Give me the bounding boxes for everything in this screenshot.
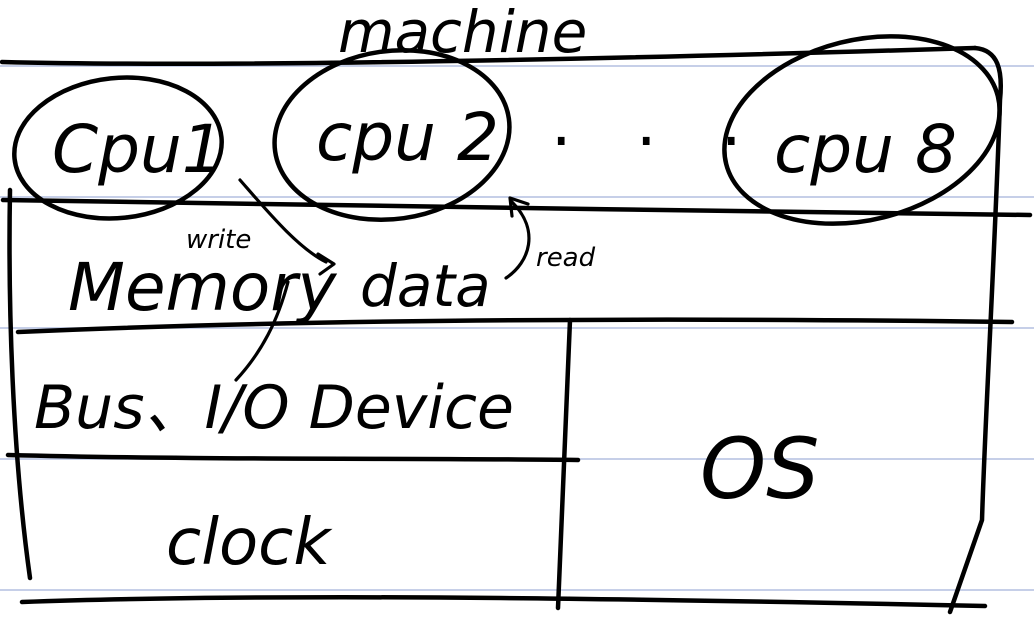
bus-clock-divider xyxy=(5,452,581,463)
machine-bottom-edge xyxy=(19,595,988,609)
cpu-ellipsis: · · · xyxy=(545,110,758,173)
memory-row: write Memory data read xyxy=(68,178,596,382)
cpu1-label: Cpu1 xyxy=(52,111,224,188)
clock-label: clock xyxy=(166,506,333,580)
write-label: write xyxy=(186,225,251,255)
cpu8-ellipse xyxy=(722,34,1002,226)
cpu2-label: cpu 2 xyxy=(316,99,499,176)
read-label: read xyxy=(536,243,596,273)
read-arrow-line xyxy=(504,200,531,280)
cpu-row: Cpu1 cpu 2 · · · cpu 8 xyxy=(12,34,1002,226)
memory-bus-link-line xyxy=(234,280,290,382)
write-arrow-head-icon xyxy=(316,252,336,276)
os-label: OS xyxy=(700,420,819,518)
cpu2-ellipse xyxy=(272,47,512,223)
machine-title: machine xyxy=(338,0,587,66)
machine-left-edge xyxy=(7,187,33,581)
cpu8-label: cpu 8 xyxy=(774,111,957,188)
read-arrow-head-icon xyxy=(508,196,530,218)
os-left-divider xyxy=(555,317,573,611)
bus-io-device-label: Bus、I/O Device xyxy=(34,373,514,443)
cpu1-ellipse xyxy=(12,75,224,221)
cpu-memory-divider xyxy=(0,197,1033,218)
write-arrow-line xyxy=(238,178,328,264)
data-label: data xyxy=(360,252,491,320)
machine-right-edge xyxy=(947,45,1003,615)
memory-lower-divider xyxy=(15,317,1015,335)
memory-label: Memory xyxy=(68,249,337,326)
